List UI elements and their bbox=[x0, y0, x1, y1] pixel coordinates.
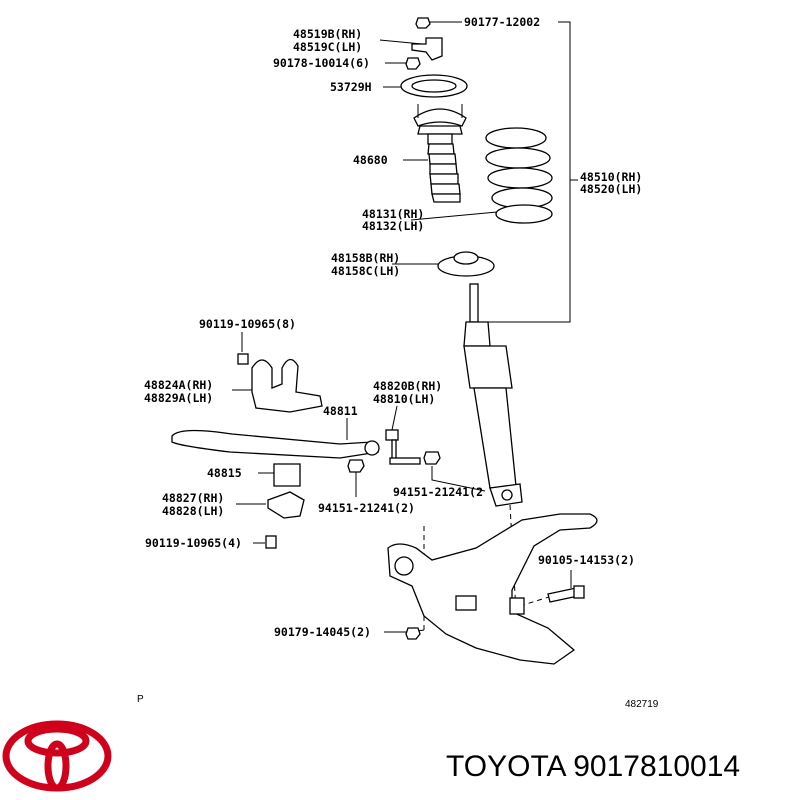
leader-lines bbox=[232, 21, 578, 633]
label-48131: 48131(RH) bbox=[362, 207, 424, 221]
label-48820b: 48820B(RH) bbox=[373, 379, 442, 393]
diagram-id: 482719 bbox=[625, 699, 659, 710]
label-48815: 48815 bbox=[207, 466, 242, 480]
brand-text: TOYOTA 9017810014 bbox=[446, 750, 740, 783]
marker-p: P bbox=[137, 694, 144, 705]
dust-boot-48680 bbox=[413, 104, 467, 203]
nut-94151-right bbox=[423, 451, 441, 465]
label-48519b: 48519B(RH) bbox=[293, 27, 362, 41]
label-94151-left: 94151-21241(2) bbox=[318, 501, 415, 515]
bracket-48519 bbox=[411, 37, 443, 61]
label-48811: 48811 bbox=[323, 404, 358, 418]
label-48510: 48510(RH) bbox=[580, 170, 642, 184]
lower-control-arm bbox=[387, 513, 598, 665]
nut-90178 bbox=[405, 57, 421, 70]
bushing-48815 bbox=[273, 463, 301, 487]
label-48829a: 48829A(LH) bbox=[144, 391, 213, 405]
stabilizer-bar-48811 bbox=[171, 429, 380, 459]
label-90119-bottom: 90119-10965(4) bbox=[145, 536, 242, 550]
insulator-53729 bbox=[400, 74, 468, 98]
toyota-logo-icon bbox=[2, 720, 112, 792]
bolt-90119-bottom bbox=[265, 535, 277, 549]
bolt-90119-top bbox=[237, 353, 249, 365]
label-48680: 48680 bbox=[353, 153, 388, 167]
part-labels: 90177-12002 48519B(RH) 48519C(LH) 90178-… bbox=[144, 15, 642, 639]
label-48158b: 48158B(RH) bbox=[331, 251, 400, 265]
label-94151-right: 94151-21241(2 bbox=[393, 485, 483, 499]
label-48520: 48520(LH) bbox=[580, 182, 642, 196]
nut-94151-left bbox=[347, 459, 365, 473]
top-nut bbox=[415, 17, 431, 29]
label-48810: 48810(LH) bbox=[373, 392, 435, 406]
label-90179: 90179-14045(2) bbox=[274, 625, 371, 639]
shock-absorber bbox=[463, 283, 523, 507]
bracket-48827 bbox=[267, 491, 305, 519]
label-48828: 48828(LH) bbox=[162, 504, 224, 518]
label-90178: 90178-10014(6) bbox=[273, 56, 370, 70]
label-53729: 53729H bbox=[330, 80, 372, 94]
bolt-90105 bbox=[547, 585, 585, 603]
label-90177: 90177-12002 bbox=[464, 15, 540, 29]
label-48519c: 48519C(LH) bbox=[293, 40, 362, 54]
bracket-48824 bbox=[251, 358, 323, 413]
coil-spring bbox=[485, 127, 553, 224]
nut-90179 bbox=[405, 627, 421, 640]
label-48132: 48132(LH) bbox=[362, 219, 424, 233]
spring-seat-48158 bbox=[437, 251, 495, 277]
label-90119-top: 90119-10965(8) bbox=[199, 317, 296, 331]
label-48824a: 48824A(RH) bbox=[144, 378, 213, 392]
link-48820 bbox=[385, 429, 421, 465]
label-48158c: 48158C(LH) bbox=[331, 264, 400, 278]
label-90105: 90105-14153(2) bbox=[538, 553, 635, 567]
label-48827: 48827(RH) bbox=[162, 491, 224, 505]
